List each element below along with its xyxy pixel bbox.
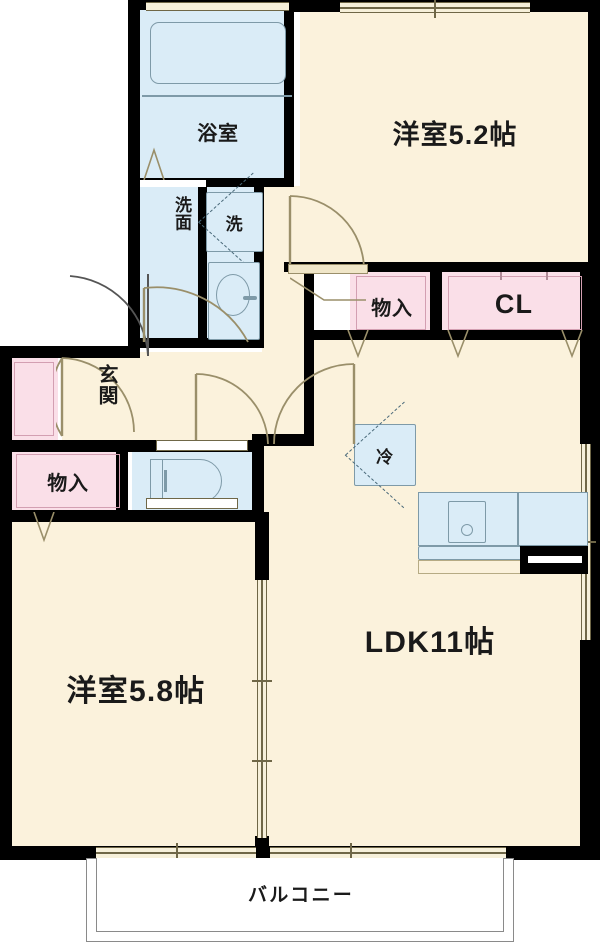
storage2-inner-outline — [16, 454, 120, 508]
room-label-bath: 浴室 — [197, 123, 239, 145]
room-bedroom2-fill — [10, 512, 262, 846]
entrance-shoe-box-outline — [14, 362, 54, 436]
washing-machine-space-icon: 洗 — [206, 192, 263, 252]
wall-sink-stub — [198, 304, 207, 348]
room-label-ldk: LDK11帖 — [364, 626, 496, 659]
sliding-door-ldk-rail — [270, 852, 506, 854]
wall-washroom-bottom — [128, 338, 264, 348]
storage1-inner-outline — [356, 276, 426, 330]
kitchen-counter-split — [517, 492, 519, 546]
room-storage2-fill — [10, 450, 126, 512]
entrance-tataki-strip — [10, 358, 58, 440]
wall-bedroom2-ldk-bottom-stub — [255, 836, 269, 850]
toilet-door-sill — [146, 498, 238, 509]
storage2-fold-mark — [33, 512, 55, 543]
sliding-partition-tick-upper — [252, 680, 272, 682]
room-bedroom1-fill — [300, 8, 588, 270]
wall-bottom-left-stub — [0, 846, 96, 860]
wall-storage1-right — [430, 262, 442, 340]
wall-bath-top-right-stub — [288, 0, 296, 10]
room-ldk-fill — [262, 338, 588, 846]
bath-divider-line — [142, 95, 292, 97]
toilet-door-threshold[interactable] — [156, 440, 248, 451]
kitchen-sink-drain-icon — [461, 524, 473, 536]
wall-left-upper — [128, 0, 140, 352]
wall-toilet-right — [252, 440, 264, 522]
kitchen-front-panel — [418, 546, 526, 560]
wall-right-stub-lower — [580, 640, 600, 860]
kitchen-counter-icon — [418, 492, 588, 546]
closet-fold-marks — [347, 330, 583, 359]
wall-right-stub-upper — [580, 272, 600, 444]
sliding-partition-rail — [261, 580, 263, 838]
kitchen-base-line — [418, 560, 526, 574]
bedroom1-door-icon[interactable] — [286, 192, 368, 272]
room-closet-fill — [442, 272, 588, 336]
wall-top-stub-left — [284, 0, 340, 12]
room-label-storage1: 物入 — [371, 298, 413, 320]
toilet-tank-icon — [150, 459, 163, 503]
room-label-washroom: 洗面 — [172, 196, 191, 232]
kitchen-sink-icon — [448, 501, 486, 543]
hallway-door-left-icon[interactable] — [194, 368, 272, 446]
vanity-faucet-icon — [243, 296, 257, 300]
window-bath-top — [146, 2, 289, 11]
wall-left-lower — [0, 346, 12, 860]
wall-toilet-bottom — [0, 510, 264, 522]
room-storage1-fill — [350, 272, 434, 336]
washroom-door-icon[interactable] — [142, 286, 254, 344]
bath-door-threshold[interactable] — [140, 180, 206, 187]
entrance-door-icon[interactable] — [56, 268, 152, 360]
wall-bath-top-left-stub — [128, 0, 146, 10]
wall-bottom-right-stub — [506, 846, 600, 860]
room-label-storage2: 物入 — [47, 473, 89, 495]
closet-hanger-tick-1 — [500, 272, 502, 280]
fridge-label: 冷 — [376, 447, 394, 467]
wall-bedroom2-ldk-upper — [255, 512, 269, 580]
room-label-bedroom2: 洋室5.8帖 — [66, 675, 206, 708]
wall-corridor-right-upper — [304, 262, 314, 446]
room-label-entrance: 玄関 — [95, 364, 117, 406]
wall-washroom-inner — [198, 186, 207, 304]
wall-entrance-top — [0, 346, 64, 358]
window-bedroom1-top-tick — [434, 0, 436, 18]
refrigerator-space-icon: 冷 — [354, 424, 416, 486]
bath-fold-mark — [143, 147, 165, 181]
wall-bath-bottom — [128, 178, 292, 187]
wall-bath-right — [284, 0, 294, 187]
closet-inner-outline — [448, 276, 582, 330]
room-label-balcony: バルコニー — [247, 885, 355, 906]
balcony-inner-edge — [96, 858, 504, 932]
wall-closet-bottom — [304, 330, 588, 340]
ldk-door-icon[interactable] — [272, 362, 358, 446]
room-label-bedroom1: 洋室5.2帖 — [392, 120, 518, 150]
bathtub-icon — [150, 22, 286, 84]
room-label-closet: CL — [494, 289, 534, 319]
sliding-partition-tick-lower — [252, 760, 272, 762]
closet-hanger-tick-2 — [546, 272, 548, 280]
vanity-sink-icon — [216, 274, 250, 316]
entrance-inner-door-icon[interactable] — [56, 356, 136, 440]
wall-top-stub-right — [528, 0, 600, 12]
washer-label: 洗 — [225, 214, 244, 234]
sliding-door-ldk-tick — [350, 843, 352, 863]
sliding-door-bedroom2-tick — [176, 843, 178, 863]
bedroom1-door-fold-mark — [290, 277, 366, 301]
toilet-paper-holder-icon — [164, 470, 167, 492]
bedroom1-door-threshold — [288, 264, 368, 274]
kitchen-wall-slot — [528, 556, 582, 563]
